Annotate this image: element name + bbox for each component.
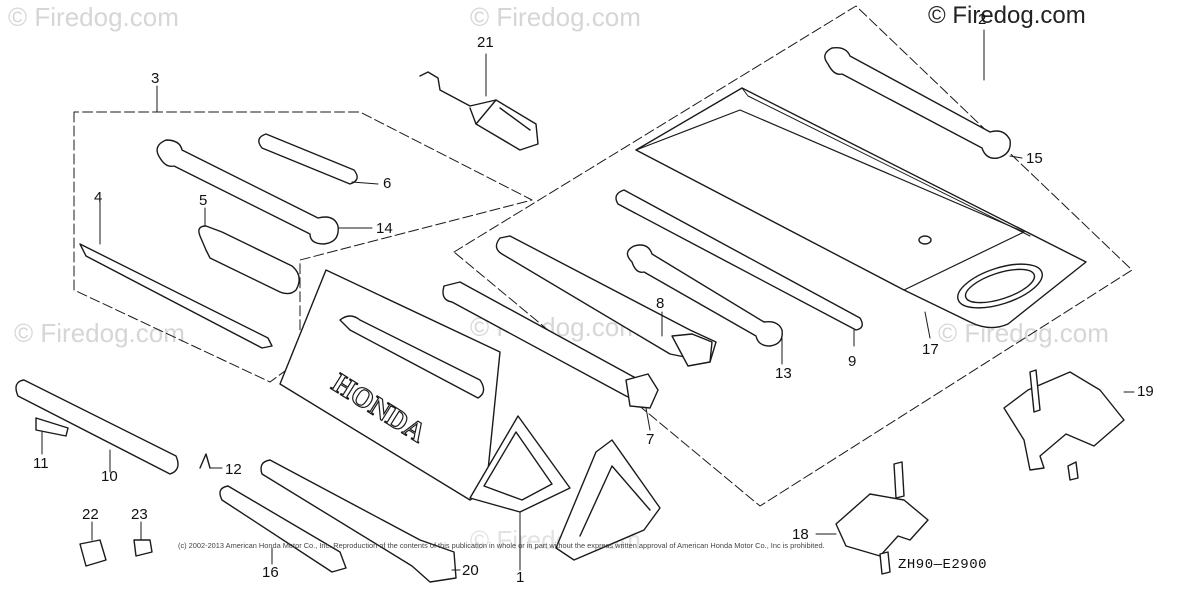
part-number: 6 [383,175,392,192]
tube-20 [260,459,457,583]
part-number: 4 [94,189,103,206]
part-number: 8 [656,295,665,312]
part-number: 13 [775,365,792,382]
part-number: 10 [101,468,118,485]
part-number: 17 [922,341,939,358]
watermark: © Firedog.com [938,318,1109,348]
part-number: 2 [978,11,987,28]
bracket-19 [1003,369,1135,481]
tube-16 [219,485,347,573]
watermark: © Firedog.com [8,2,179,32]
tube-10 [15,379,179,475]
box-wrench-8 [495,235,717,363]
bracket-18 [815,461,929,575]
tool-case [279,269,661,571]
handle-6 [258,133,358,185]
watermark: © Firedog.com [14,318,185,348]
part-number: 11 [33,455,49,472]
part-number: 9 [848,353,857,370]
group-outline-3 [73,111,533,383]
group-outline-2 [453,5,1133,507]
part-number: 21 [477,34,494,51]
bolt-23 [133,539,153,557]
part-number: 20 [462,562,479,579]
wrench-13 [626,244,783,347]
diagram-code: ZH90—E2900 [898,557,988,573]
watermark: © Firedog.com [470,2,641,32]
part-number: 5 [199,192,208,209]
spark-plug [419,53,539,151]
part-number: 1 [516,569,525,586]
clip-12 [199,453,211,469]
part-number: 15 [1026,150,1043,167]
pin-11 [35,417,69,437]
wrench-15 [824,46,1011,159]
part-number: 3 [151,70,160,87]
rod-9 [615,189,863,331]
part-number: 18 [792,526,809,543]
part-number: 12 [225,461,242,478]
brand-watermark: © Firedog.com [928,2,1086,29]
screwdriver-5 [198,225,300,295]
screwdriver-4 [79,243,273,349]
part-number: 22 [82,506,99,523]
tool-bag [635,87,1087,329]
part-number: 7 [646,431,655,448]
clip-nut-22 [79,539,107,567]
wrench-14 [156,139,339,245]
part-number: 16 [262,564,279,581]
part-number: 14 [376,220,393,237]
part-number: 19 [1137,383,1154,400]
part-number: 23 [131,506,148,523]
copyright-notice: (c) 2002-2013 American Honda Motor Co., … [178,541,825,550]
